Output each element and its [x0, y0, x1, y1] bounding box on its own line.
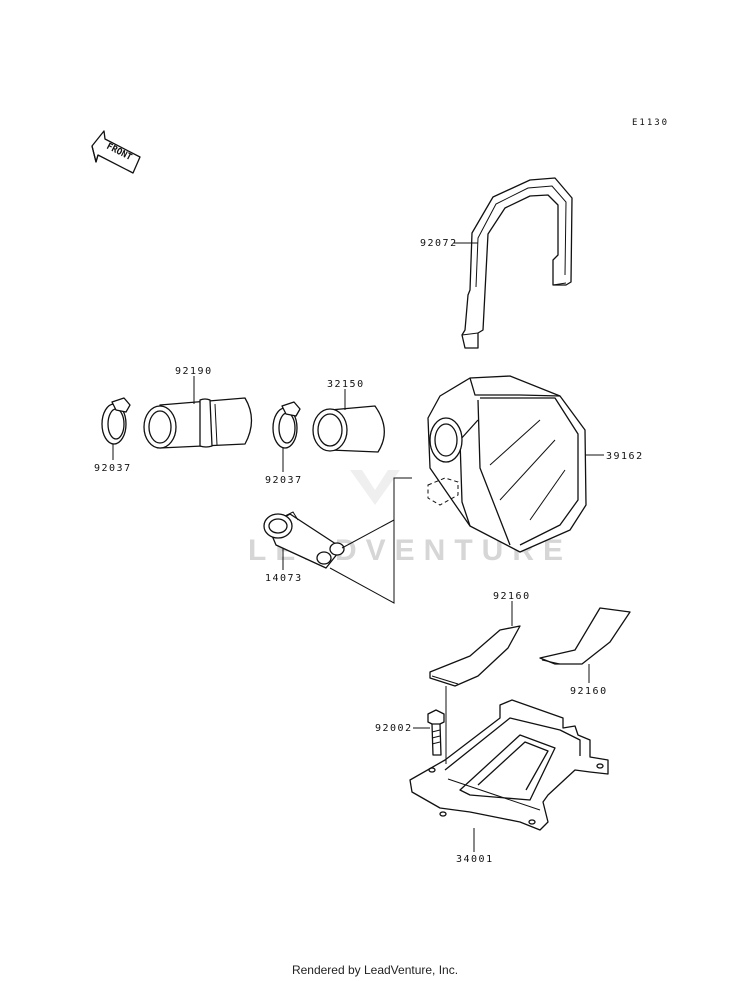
- duct-32150: [312, 405, 385, 453]
- diagram-code: E1130: [632, 118, 669, 128]
- tube-92190: [143, 397, 253, 449]
- label-92160-right: 92160: [570, 686, 608, 697]
- label-92037-left: 92037: [94, 463, 132, 474]
- bracket-34001: [409, 699, 609, 831]
- airbox-39162: [427, 375, 587, 553]
- label-92160-top: 92160: [493, 591, 531, 602]
- label-92190: 92190: [175, 366, 213, 377]
- pipe-14073: [263, 511, 345, 569]
- strap-92160-right: [539, 607, 631, 665]
- clamp-92037-left: [101, 397, 131, 445]
- label-92037-mid: 92037: [265, 475, 303, 486]
- footer-credit: Rendered by LeadVenture, Inc.: [291, 963, 459, 977]
- label-92072: 92072: [420, 238, 458, 249]
- clamp-92037-mid: [272, 401, 301, 449]
- leader-lines: [112, 242, 604, 852]
- label-14073: 14073: [265, 573, 303, 584]
- strap-92072: [461, 177, 573, 349]
- label-92002: 92002: [375, 723, 413, 734]
- label-39162: 39162: [606, 451, 644, 462]
- label-32150: 32150: [327, 379, 365, 390]
- strap-92160-top: [429, 625, 521, 687]
- bolt-92002: [427, 709, 445, 756]
- front-arrow-icon: [91, 130, 141, 174]
- label-34001: 34001: [456, 854, 494, 865]
